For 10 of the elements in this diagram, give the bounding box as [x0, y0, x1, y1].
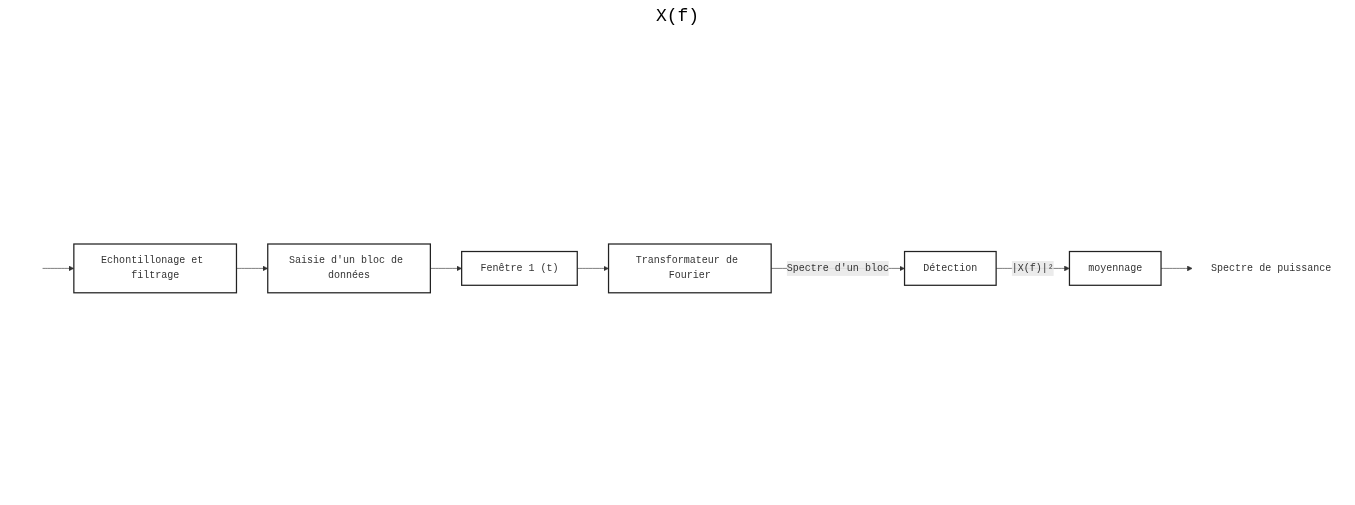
node-box: Echontillonage et filtrage: [73, 243, 238, 294]
edge-label: Spectre d'un bloc: [786, 262, 889, 275]
node-box: Saisie d'un bloc de données: [267, 243, 431, 294]
edge-label: |X(f)|²: [1011, 262, 1054, 275]
node-text: Spectre de puissance: [1211, 262, 1332, 275]
node-box: moyennage: [1068, 250, 1162, 286]
node-box: Fenêtre 1 (t): [461, 250, 578, 286]
signal-label: X(f): [655, 6, 700, 26]
node-box: Transformateur de Fourier: [607, 243, 772, 294]
node-box: Détection: [903, 250, 997, 286]
